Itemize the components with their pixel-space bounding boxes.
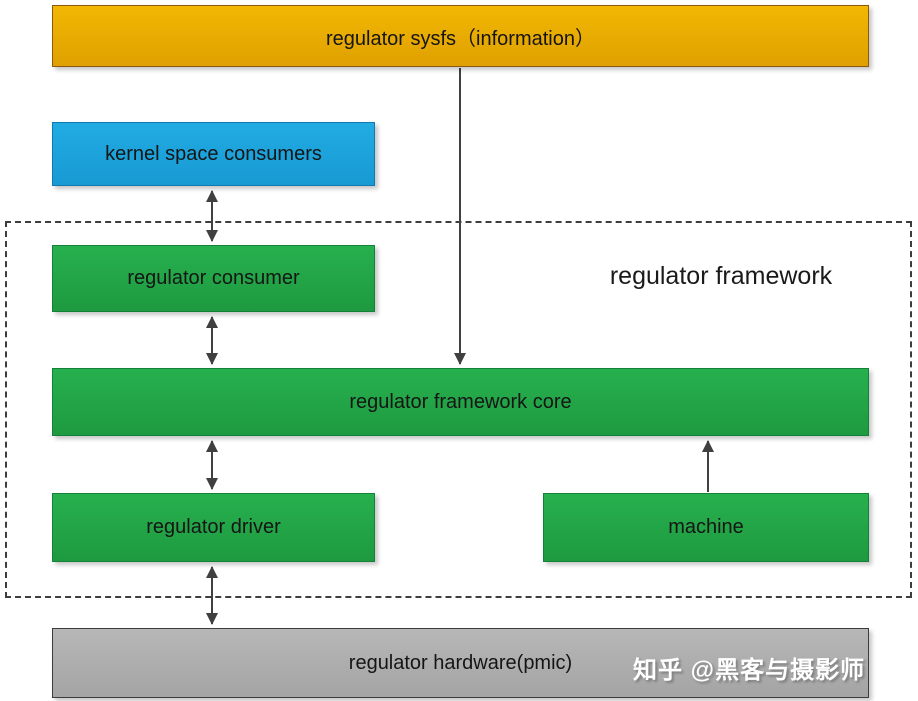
node-regulator-consumer: regulator consumer: [52, 245, 375, 312]
zhihu-watermark: 知乎 @黑客与摄影师: [633, 657, 866, 684]
node-kernel-space-consumers: kernel space consumers: [52, 122, 375, 186]
node-regulator-hardware: regulator hardware(pmic): [52, 628, 869, 698]
node-regulator-consumer-label: regulator consumer: [127, 267, 300, 289]
node-regulator-sysfs: regulator sysfs（information）: [52, 5, 869, 67]
node-machine: machine: [543, 493, 869, 562]
node-regulator-sysfs-label: regulator sysfs（information）: [326, 27, 595, 50]
node-machine-label: machine: [668, 516, 744, 538]
node-regulator-driver-label: regulator driver: [146, 516, 281, 538]
node-regulator-driver: regulator driver: [52, 493, 375, 562]
regulator-framework-group-label: regulator framework: [609, 262, 833, 290]
regulator-framework-group-frame: [5, 221, 912, 598]
node-kernel-space-consumers-label: kernel space consumers: [105, 142, 322, 165]
node-regulator-framework-core-label: regulator framework core: [349, 390, 572, 413]
node-regulator-framework-core: regulator framework core: [52, 368, 869, 436]
node-regulator-hardware-label: regulator hardware(pmic): [348, 651, 573, 674]
